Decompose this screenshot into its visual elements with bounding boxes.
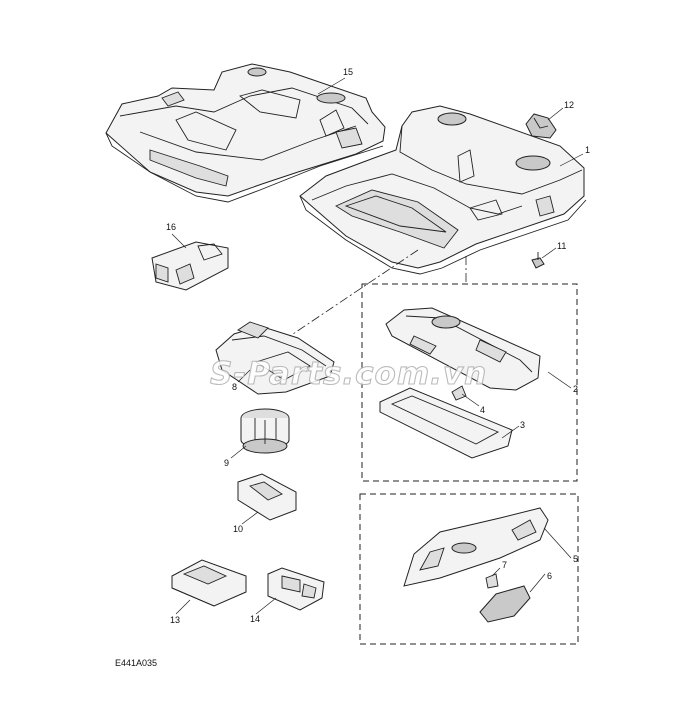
part-7-bulb bbox=[485, 573, 499, 589]
callout-9: 9 bbox=[224, 458, 229, 468]
callout-12: 12 bbox=[564, 100, 574, 110]
part-10-bracket bbox=[237, 473, 297, 521]
part-9-lamp-unit bbox=[240, 408, 290, 454]
part-8-lamp-housing bbox=[215, 321, 335, 395]
leader-lines bbox=[171, 77, 584, 615]
callout-10: 10 bbox=[233, 524, 243, 534]
callout-11: 11 bbox=[557, 241, 566, 251]
part-14-switch bbox=[267, 567, 325, 611]
callout-16: 16 bbox=[166, 222, 176, 232]
part-11-screw bbox=[531, 252, 545, 269]
callout-2: 2 bbox=[573, 384, 578, 394]
part-2-lamp-assembly bbox=[385, 307, 541, 391]
assembly-line bbox=[289, 249, 419, 337]
part-15-console-housing bbox=[105, 63, 386, 203]
assembly-box-2 bbox=[361, 283, 578, 482]
callout-4: 4 bbox=[480, 405, 485, 415]
callout-1: 1 bbox=[585, 145, 590, 155]
part-4-bulb bbox=[451, 385, 467, 401]
callout-13: 13 bbox=[170, 615, 180, 625]
callout-15: 15 bbox=[343, 67, 353, 77]
part-1-console-housing bbox=[299, 105, 587, 275]
part-13-lamp bbox=[171, 559, 247, 607]
part-16-switch bbox=[151, 241, 229, 291]
assembly-box-5 bbox=[359, 493, 579, 645]
callout-5: 5 bbox=[573, 554, 578, 564]
part-6-lens bbox=[479, 585, 531, 623]
part-5-trim-bezel bbox=[403, 507, 549, 587]
callout-6: 6 bbox=[547, 571, 552, 581]
callout-14: 14 bbox=[250, 614, 260, 624]
figure-code: E441A035 bbox=[115, 658, 157, 668]
part-3-lens bbox=[379, 387, 513, 459]
callout-7: 7 bbox=[502, 560, 507, 570]
callout-3: 3 bbox=[520, 420, 525, 430]
watermark: S-Parts.com.vn bbox=[210, 356, 487, 392]
callout-8: 8 bbox=[232, 382, 237, 392]
